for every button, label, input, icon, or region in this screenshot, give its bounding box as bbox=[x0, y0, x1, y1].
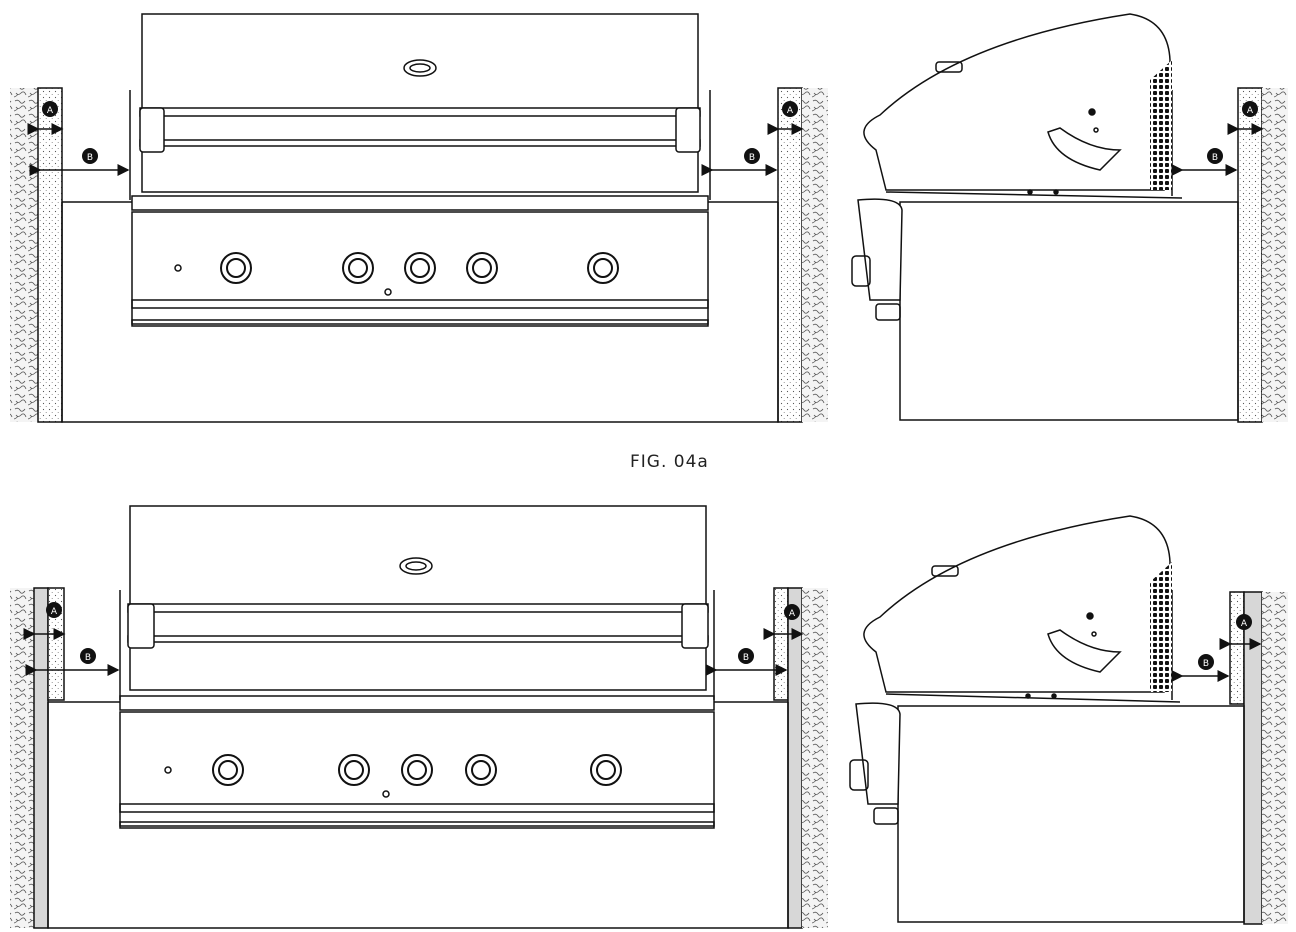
thermometer bbox=[403, 59, 437, 77]
dimension-markers-bottom-side: A B bbox=[1198, 614, 1252, 670]
dimension-markers-top-side: A B bbox=[1207, 101, 1258, 164]
right-insulation bbox=[777, 87, 803, 423]
svg-text:B: B bbox=[87, 153, 93, 163]
counter-base bbox=[61, 201, 779, 423]
side-view-top bbox=[851, 13, 1288, 423]
left-stone-wall bbox=[10, 88, 38, 422]
left-insulation bbox=[37, 87, 63, 423]
side-view-bottom bbox=[849, 515, 1288, 925]
svg-text:B: B bbox=[1212, 153, 1218, 163]
right-stone-wall bbox=[802, 88, 828, 422]
front-view-top bbox=[10, 13, 828, 423]
left-insulation-board bbox=[33, 587, 49, 929]
svg-text:A: A bbox=[1247, 106, 1254, 116]
svg-text:B: B bbox=[85, 653, 91, 663]
side-hood bbox=[863, 13, 1171, 191]
svg-text:B: B bbox=[743, 653, 749, 663]
knobs bbox=[220, 252, 619, 284]
hood-handle-left bbox=[139, 107, 165, 153]
svg-text:B: B bbox=[749, 153, 755, 163]
dimension-markers-bottom-front: A B A B bbox=[46, 602, 800, 664]
svg-text:A: A bbox=[789, 609, 796, 619]
figure-caption: FIG. 04a bbox=[630, 452, 709, 472]
svg-text:A: A bbox=[1241, 619, 1248, 629]
hood bbox=[141, 13, 699, 193]
right-insulation-board bbox=[787, 587, 803, 929]
svg-text:A: A bbox=[51, 607, 58, 617]
svg-text:B: B bbox=[1203, 659, 1209, 669]
front-view-bottom bbox=[10, 505, 828, 929]
marker-a-label: A bbox=[47, 106, 54, 116]
dimension-markers-top-front: A B A B bbox=[42, 101, 798, 164]
hood-handle-right bbox=[675, 107, 701, 153]
svg-text:A: A bbox=[787, 106, 794, 116]
